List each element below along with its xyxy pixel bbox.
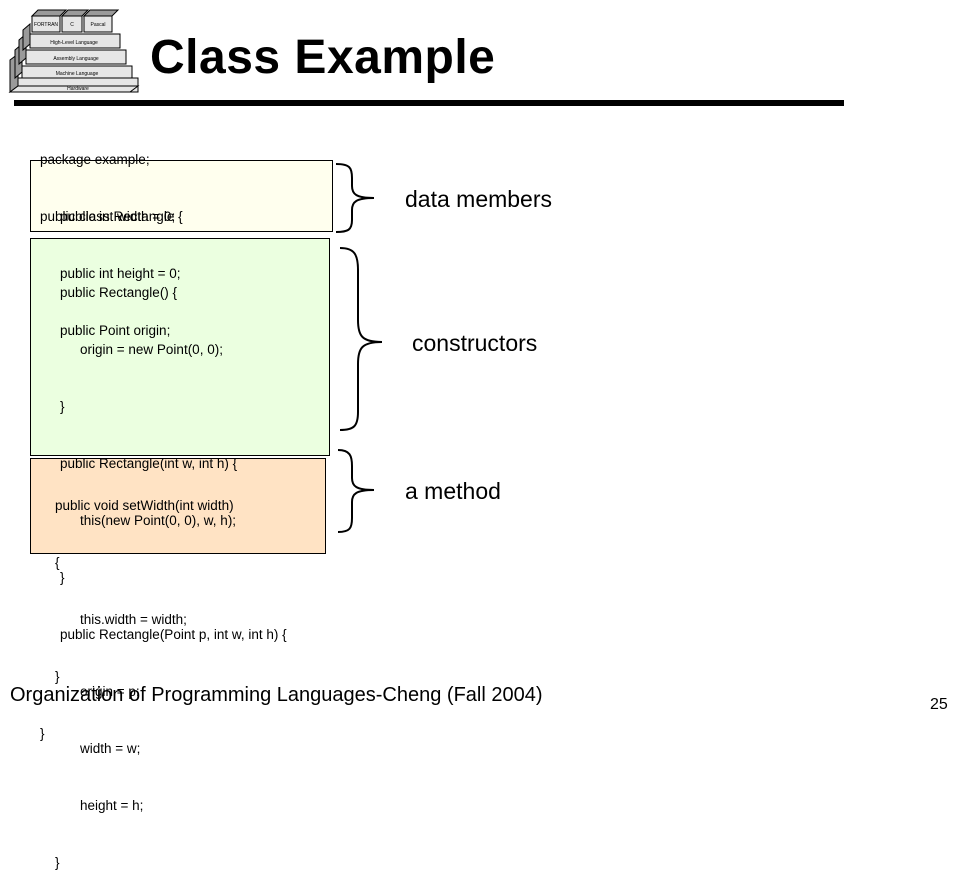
layer-assembly-language: Assembly Language	[53, 56, 99, 62]
code-line: }	[60, 399, 65, 414]
layer-high-level-language: High-Level Language	[50, 40, 98, 46]
title-rule	[14, 100, 844, 106]
code-line: public Rectangle(Point p, int w, int h) …	[60, 627, 287, 642]
code-line: }	[55, 669, 60, 684]
data-members-label: data members	[405, 186, 553, 212]
code-line: public int width = 0;	[60, 209, 176, 224]
code-header: package example; public class Rectangle …	[40, 112, 183, 245]
method-label: a method	[405, 478, 501, 504]
code-line: origin = p;	[80, 684, 140, 699]
footer-text: Organization of Programming Languages-Ch…	[10, 684, 543, 706]
code-line: public class Rectangle {	[40, 209, 183, 224]
constructors-label: constructors	[412, 330, 538, 356]
code-line: package example;	[40, 152, 150, 167]
code-line: public Rectangle() {	[60, 285, 178, 300]
layer-pascal: Pascal	[90, 22, 105, 28]
code-line: height = h;	[80, 798, 144, 813]
code-line: public Point origin;	[60, 323, 171, 338]
code-line: public void setWidth(int width)	[55, 498, 234, 513]
code-data-members: public int width = 0; public int height …	[60, 169, 180, 359]
data-members-brace	[335, 163, 375, 233]
code-constructors: public Rectangle() { origin = new Point(…	[0, 245, 287, 891]
code-line: this(new Point(0, 0), w, h);	[80, 513, 237, 528]
code-line: public Rectangle(int w, int h) {	[60, 456, 238, 471]
page-number: 25	[930, 696, 948, 713]
code-line: }	[40, 726, 45, 741]
braces	[335, 163, 383, 533]
code-line: public int height = 0;	[60, 266, 181, 281]
code-method: public void setWidth(int width) { this.w…	[0, 458, 234, 762]
layer-hardware: Hardware	[67, 86, 89, 92]
constructors-brace	[339, 247, 383, 431]
constructors-box	[30, 238, 330, 456]
layer-fortran: FORTRAN	[34, 22, 58, 28]
code-line: origin = new Point(0, 0);	[80, 342, 223, 357]
code-line: }	[55, 855, 60, 870]
method-box	[30, 458, 326, 554]
layer-machine-language: Machine Language	[56, 71, 99, 77]
data-members-box	[30, 160, 333, 232]
code-line: this.width = width;	[80, 612, 187, 627]
code-line: {	[55, 555, 60, 570]
language-layers-logo: .lyr { fill:#e6e6e6; stroke:#000; stroke…	[8, 9, 140, 93]
code-line: }	[60, 570, 65, 585]
method-brace	[337, 449, 375, 533]
slide-title: Class Example	[150, 31, 496, 84]
layer-c: C	[70, 22, 74, 28]
